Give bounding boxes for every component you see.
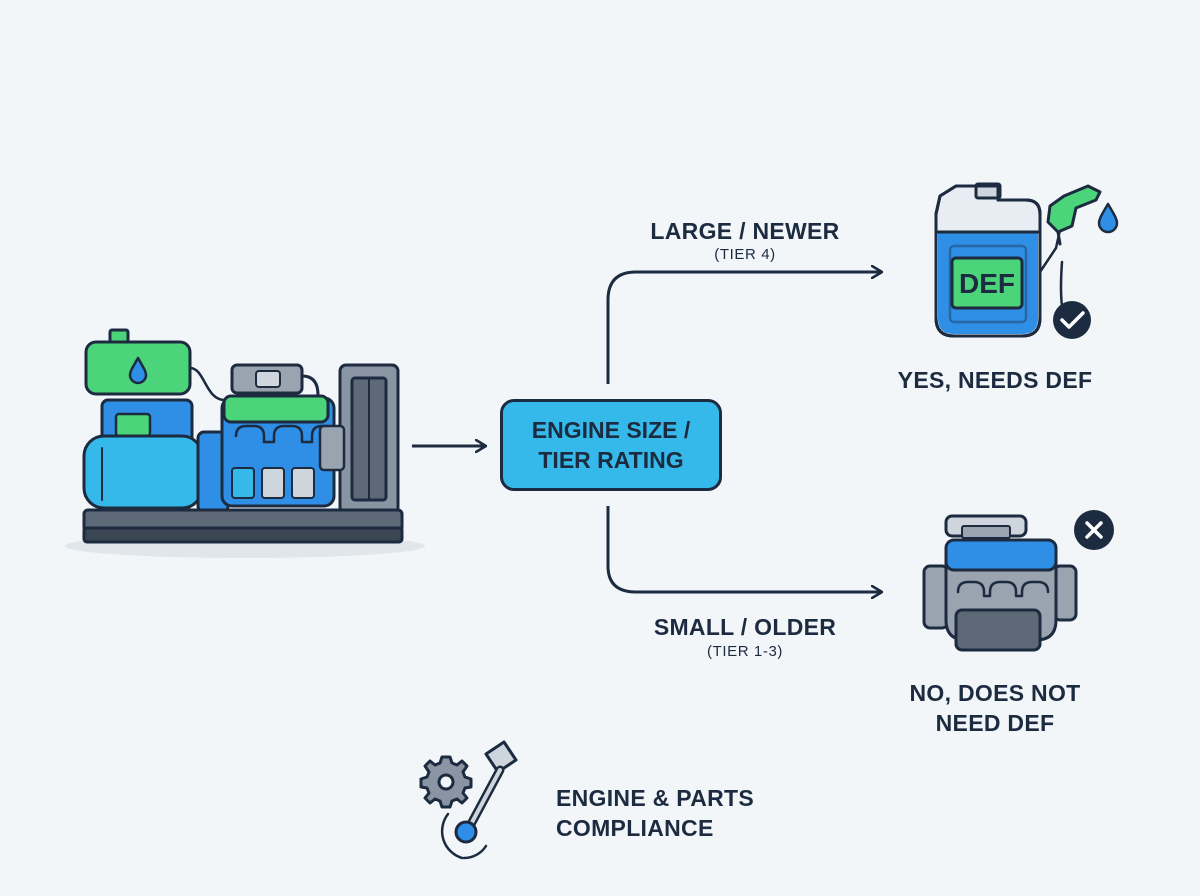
branch-label-top: LARGE / NEWER <box>650 218 840 244</box>
fuel-nozzle-icon <box>1038 184 1119 308</box>
branch-connector-bottom <box>606 506 882 592</box>
gear-piston-icon <box>419 740 518 860</box>
diesel-generator-icon <box>65 328 425 558</box>
branch-sublabel-top: (TIER 4) <box>714 246 776 263</box>
outcome-yes: YES, NEEDS DEF <box>897 367 1093 393</box>
def-tank-icon <box>934 182 1042 338</box>
branch-connector-top <box>606 272 882 384</box>
def-label: DEF <box>959 268 1015 299</box>
footer-text: ENGINE & PARTS COMPLIANCE <box>556 785 755 841</box>
branch-sublabel-bottom: (TIER 1-3) <box>706 643 783 660</box>
engine-icon <box>922 514 1078 652</box>
x-icon <box>1074 510 1114 550</box>
checkmark-icon <box>1053 301 1091 339</box>
decision-box: ENGINE SIZE / TIER RATING <box>500 399 722 491</box>
branch-label-bottom: SMALL / OLDER <box>653 614 837 640</box>
outcome-no: NO, DOES NOT NEED DEF <box>909 680 1081 736</box>
